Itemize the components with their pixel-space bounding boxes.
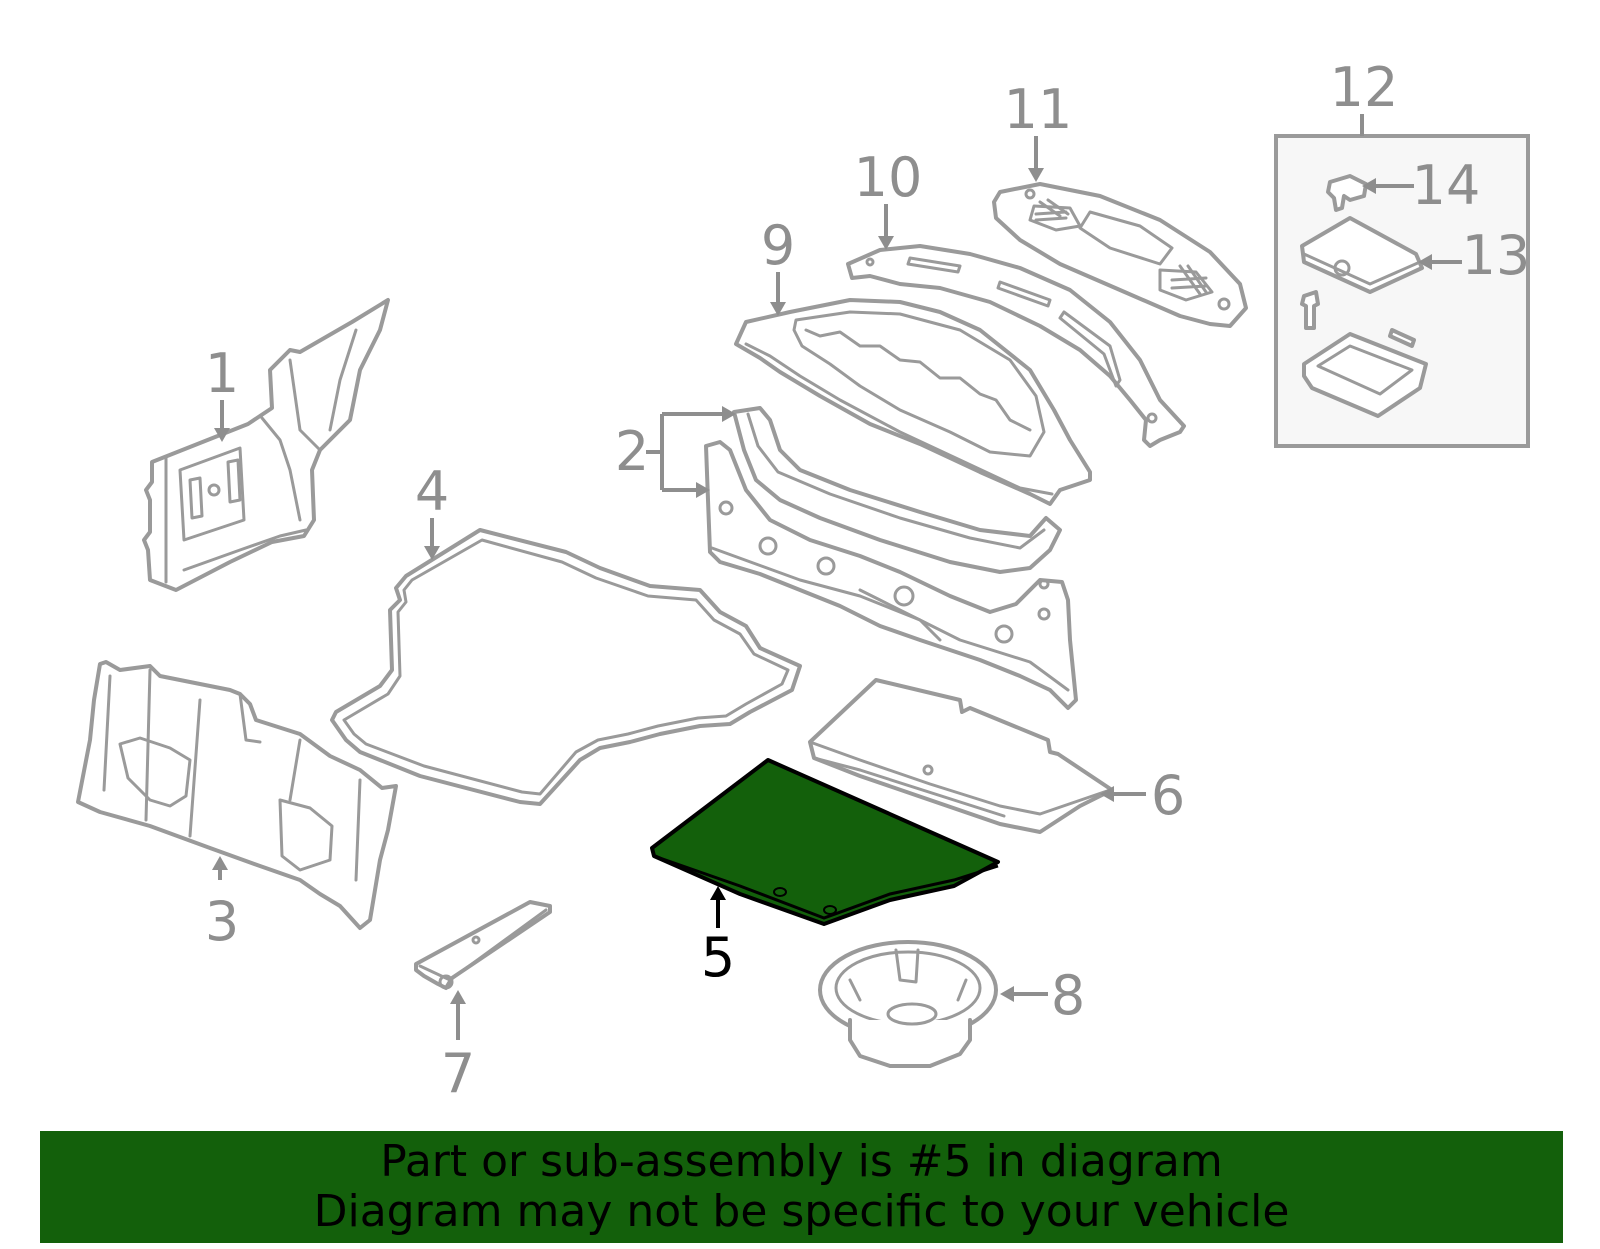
part-4-trunk-floor-mat[interactable]: [330, 528, 802, 806]
part-9-package-tray[interactable]: [734, 298, 1092, 506]
callout-2: 2: [615, 420, 649, 483]
callout-14: 14: [1412, 154, 1481, 217]
info-banner: Part or sub-assembly is #5 in diagram Di…: [40, 1131, 1563, 1243]
part-6-cargo-board[interactable]: [808, 678, 1114, 834]
callout-10: 10: [854, 146, 923, 209]
part-3-left-lower-trim[interactable]: [76, 660, 398, 930]
callout-4: 4: [415, 460, 449, 523]
part-13-lid[interactable]: [1300, 216, 1424, 294]
callout-13: 13: [1462, 224, 1531, 287]
callout-11: 11: [1004, 78, 1073, 141]
leader-lines: [212, 114, 1462, 1040]
callout-9: 9: [761, 214, 795, 277]
part-5-trunk-floor-panel[interactable]: [650, 758, 1000, 926]
part-14-clip[interactable]: [1326, 174, 1368, 212]
callout-labels: 1 2 3 4 5 6 7 8 9 10 11 12 13 14: [205, 56, 1531, 1105]
part-10-shelf-trim-strip[interactable]: [846, 244, 1186, 448]
callout-1: 1: [205, 342, 239, 405]
part-11-grille-trim[interactable]: [992, 182, 1248, 328]
banner-line-2: Diagram may not be specific to your vehi…: [313, 1186, 1290, 1237]
callout-12: 12: [1330, 56, 1399, 119]
part-7-bracket[interactable]: [414, 900, 552, 990]
part-2-rear-trim-panels[interactable]: [704, 406, 1078, 710]
part-8-spare-tire-well[interactable]: [818, 940, 998, 1068]
part-1-left-quarter-trim[interactable]: [142, 298, 390, 592]
callout-6: 6: [1151, 764, 1185, 827]
part-12-tray-components[interactable]: [1300, 290, 1428, 418]
callout-7: 7: [441, 1042, 475, 1105]
callout-5: 5: [701, 926, 735, 989]
banner-line-1: Part or sub-assembly is #5 in diagram: [380, 1136, 1223, 1187]
callout-3: 3: [205, 890, 239, 953]
callout-8: 8: [1051, 964, 1085, 1027]
